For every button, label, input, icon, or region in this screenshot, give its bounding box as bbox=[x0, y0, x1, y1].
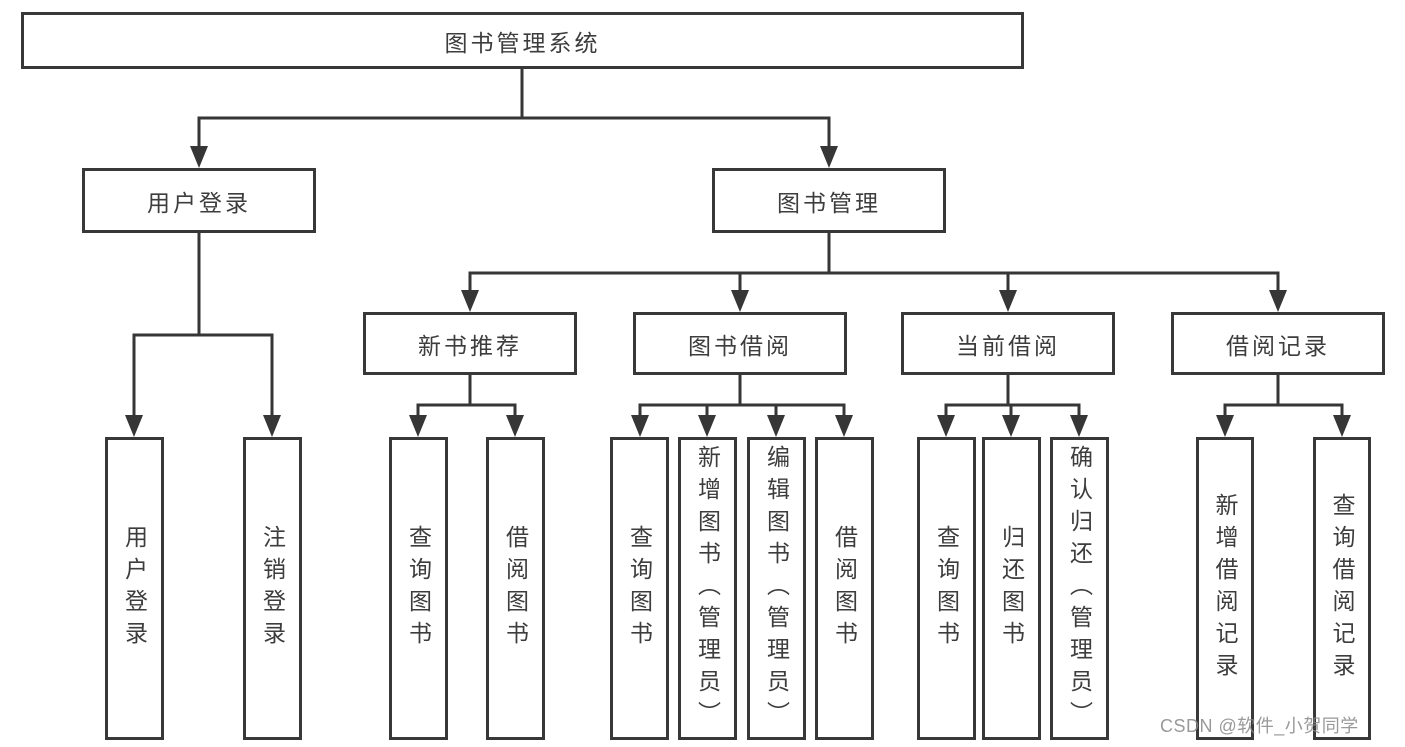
leaf-cb-return-books: 归还图书 bbox=[982, 437, 1041, 740]
node-book-management: 图书管理 bbox=[712, 168, 946, 233]
arrowhead-icon bbox=[999, 290, 1017, 312]
leaf-nbr-borrow-books: 借阅图书 bbox=[486, 437, 545, 740]
connector-new-book-recommend-children bbox=[409, 375, 524, 437]
leaf-bb-borrow-books: 借阅图书 bbox=[815, 437, 874, 740]
leaf-label: 借阅图书 bbox=[502, 524, 529, 653]
connector-current-borrow-children bbox=[937, 375, 1088, 437]
leaf-bb-query-books: 查询图书 bbox=[610, 437, 669, 740]
arrowhead-icon bbox=[698, 415, 716, 437]
leaf-label: 查询图书 bbox=[626, 524, 653, 653]
arrowhead-icon bbox=[125, 415, 143, 437]
leaf-nbr-query-books: 查询图书 bbox=[389, 437, 448, 740]
arrowhead-icon bbox=[190, 146, 208, 168]
node-user-login: 用户登录 bbox=[82, 168, 316, 233]
leaf-br-query-record: 查询借阅记录 bbox=[1313, 437, 1371, 740]
leaf-cb-query-books: 查询图书 bbox=[917, 437, 976, 740]
leaf-label: 用户登录 bbox=[121, 524, 148, 653]
connector-book-borrow-children bbox=[631, 375, 853, 437]
leaf-label: 新增借阅记录 bbox=[1212, 492, 1238, 685]
connector-root-to-level2 bbox=[190, 67, 838, 168]
arrowhead-icon bbox=[1333, 415, 1351, 437]
arrowhead-icon bbox=[409, 415, 427, 437]
arrowhead-icon bbox=[820, 146, 838, 168]
leaf-logout: 注销登录 bbox=[243, 437, 302, 740]
arrowhead-icon bbox=[731, 290, 749, 312]
leaf-label: 确认归还（管理员） bbox=[1066, 444, 1093, 733]
arrowhead-icon bbox=[1002, 415, 1020, 437]
arrowhead-icon bbox=[767, 415, 785, 437]
leaf-label: 新增图书（管理员） bbox=[694, 444, 721, 733]
leaf-label: 查询图书 bbox=[405, 524, 432, 653]
arrowhead-icon bbox=[631, 415, 649, 437]
arrowhead-icon bbox=[461, 290, 479, 312]
watermark: CSDN @软件_小贺同学 bbox=[1160, 716, 1359, 736]
node-book-borrow: 图书借阅 bbox=[633, 312, 847, 375]
node-borrow-records: 借阅记录 bbox=[1171, 312, 1385, 375]
leaf-label: 归还图书 bbox=[998, 524, 1025, 653]
connector-borrow-records-children bbox=[1216, 375, 1351, 437]
leaf-br-add-record: 新增借阅记录 bbox=[1196, 437, 1254, 740]
leaf-user-login: 用户登录 bbox=[105, 437, 164, 740]
arrowhead-icon bbox=[506, 415, 524, 437]
connector-user-login-children bbox=[125, 233, 281, 437]
arrowhead-icon bbox=[1070, 415, 1088, 437]
arrowhead-icon bbox=[1216, 415, 1234, 437]
arrowhead-icon bbox=[263, 415, 281, 437]
leaf-label: 查询图书 bbox=[933, 524, 960, 653]
node-new-book-recommend: 新书推荐 bbox=[363, 312, 577, 375]
arrowhead-icon bbox=[937, 415, 955, 437]
connector-book-management-children bbox=[461, 233, 1287, 312]
leaf-bb-edit-book-admin: 编辑图书（管理员） bbox=[747, 437, 806, 740]
leaf-label: 借阅图书 bbox=[831, 524, 858, 653]
node-current-borrow: 当前借阅 bbox=[901, 312, 1115, 375]
leaf-label: 编辑图书（管理员） bbox=[763, 444, 790, 733]
leaf-label: 注销登录 bbox=[259, 524, 286, 653]
leaf-cb-confirm-return-admin: 确认归还（管理员） bbox=[1050, 437, 1109, 740]
arrowhead-icon bbox=[1269, 290, 1287, 312]
leaf-label: 查询借阅记录 bbox=[1329, 492, 1355, 685]
arrowhead-icon bbox=[835, 415, 853, 437]
node-root: 图书管理系统 bbox=[21, 12, 1024, 69]
leaf-bb-add-book-admin: 新增图书（管理员） bbox=[678, 437, 737, 740]
